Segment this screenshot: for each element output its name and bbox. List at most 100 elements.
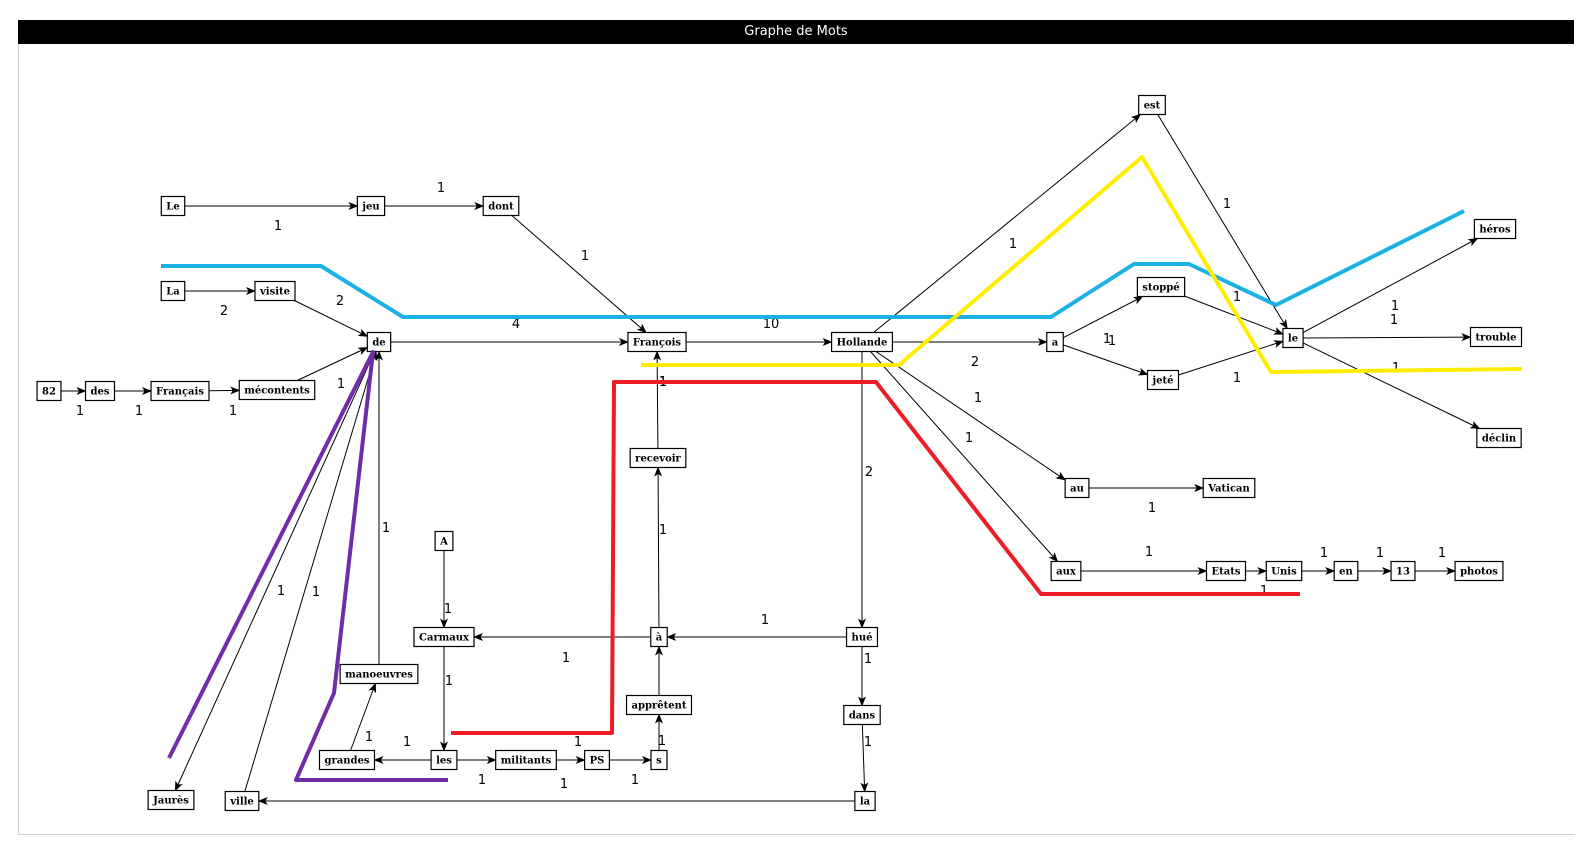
node-dans[interactable]: dans [843, 704, 881, 726]
edge-weight: 1 [659, 523, 667, 538]
node-label: recevoir [635, 454, 681, 465]
node-dont[interactable]: dont [482, 195, 520, 217]
node-carmaux[interactable]: Carmaux [413, 626, 475, 648]
edge-weight: 1 [574, 735, 582, 750]
node-s[interactable]: s [650, 749, 668, 771]
node-appretent[interactable]: apprêtent [625, 694, 693, 716]
node-vatican[interactable]: Vatican [1202, 477, 1256, 499]
node-de[interactable]: de [366, 331, 392, 353]
node-n82[interactable]: 82 [36, 380, 62, 402]
edge-jete-le_r [1178, 340, 1284, 376]
node-box [627, 331, 687, 353]
node-heros[interactable]: héros [1473, 218, 1517, 240]
node-photos[interactable]: photos [1454, 560, 1504, 582]
node-etats[interactable]: Etats [1205, 560, 1247, 582]
edge-weight: 1 [403, 735, 411, 750]
node-la_top[interactable]: La [160, 280, 186, 302]
node-box [1146, 369, 1180, 391]
edge-stoppe-le_r [1184, 295, 1284, 335]
edge-weight: 1 [1260, 584, 1268, 599]
node-stoppe[interactable]: stoppé [1136, 276, 1186, 298]
node-label: Vatican [1207, 484, 1250, 495]
edge-weight: 1 [365, 730, 373, 745]
node-label: grandes [325, 756, 370, 767]
edge-weight: 1 [1320, 546, 1328, 561]
node-label: jeté [1152, 376, 1174, 387]
edge-le_r-declin [1302, 342, 1481, 429]
node-box [845, 626, 879, 648]
node-la_bot[interactable]: la [854, 790, 876, 812]
node-box [1476, 427, 1522, 449]
node-box [36, 380, 62, 402]
node-declin[interactable]: déclin [1476, 427, 1522, 449]
node-box [254, 280, 296, 302]
edge-weight: 1 [658, 734, 666, 749]
node-jeu[interactable]: jeu [356, 195, 386, 217]
node-ville[interactable]: ville [224, 790, 260, 812]
node-label: François [633, 338, 682, 349]
edge-weight: 1 [581, 249, 589, 264]
node-le_r[interactable]: le [1282, 327, 1304, 349]
node-box [650, 749, 668, 771]
node-label: des [91, 387, 110, 398]
node-label: est [1144, 101, 1161, 112]
node-box [1050, 560, 1082, 582]
node-a_grave[interactable]: à [650, 626, 668, 648]
node-label: trouble [1476, 333, 1517, 344]
node-jete[interactable]: jeté [1146, 369, 1180, 391]
node-label: à [656, 633, 663, 644]
edge-weight: 2 [220, 304, 228, 319]
node-les[interactable]: les [430, 749, 458, 771]
edge-weight: 1 [135, 404, 143, 419]
node-label: Unis [1271, 567, 1297, 578]
node-label: les [436, 756, 452, 767]
node-francois[interactable]: François [627, 331, 687, 353]
node-label: Carmaux [419, 633, 470, 644]
node-recevoir[interactable]: recevoir [629, 447, 687, 469]
node-francais[interactable]: Français [150, 380, 210, 402]
edge-weight: 1 [1148, 501, 1156, 516]
node-aux[interactable]: aux [1050, 560, 1082, 582]
node-a_cap[interactable]: A [434, 530, 454, 552]
edge-weight: 1 [444, 602, 452, 617]
node-unis[interactable]: Unis [1265, 560, 1303, 582]
node-label: A [439, 537, 448, 548]
node-militants[interactable]: militants [495, 749, 557, 771]
edge-weight: 1 [631, 773, 639, 788]
node-box [366, 331, 392, 353]
node-en[interactable]: en [1333, 560, 1359, 582]
window-title: Graphe de Mots [744, 24, 848, 39]
node-grandes[interactable]: grandes [318, 749, 376, 771]
edge-a_small-jete [1063, 344, 1149, 376]
node-mecontents[interactable]: mécontents [238, 379, 316, 401]
node-hollande[interactable]: Hollande [830, 331, 894, 353]
node-le_top[interactable]: Le [160, 195, 186, 217]
node-box [650, 626, 668, 648]
node-trouble[interactable]: trouble [1469, 326, 1523, 348]
edge-weight: 1 [562, 651, 570, 666]
node-box [1282, 327, 1304, 349]
node-visite[interactable]: visite [254, 280, 296, 302]
node-box [1469, 326, 1523, 348]
node-manoeuvres[interactable]: manoeuvres [339, 663, 419, 685]
node-hue[interactable]: hué [845, 626, 879, 648]
edge-weight: 10 [763, 317, 780, 332]
node-label: militants [501, 756, 552, 767]
node-a_small[interactable]: a [1046, 331, 1064, 353]
node-au[interactable]: au [1064, 477, 1090, 499]
edge-grandes-manoeuvres [350, 682, 377, 751]
node-ps[interactable]: PS [584, 749, 610, 771]
node-box [1390, 560, 1416, 582]
node-des[interactable]: des [84, 380, 116, 402]
node-box [495, 749, 557, 771]
node-n13[interactable]: 13 [1390, 560, 1416, 582]
node-box [150, 380, 210, 402]
edge-weight: 1 [1108, 334, 1116, 349]
node-jaures[interactable]: Jaurès [147, 789, 195, 811]
edge-dont-francois [511, 215, 647, 334]
node-box [854, 790, 876, 812]
node-est[interactable]: est [1138, 94, 1166, 116]
edge-weight: 1 [864, 735, 872, 750]
